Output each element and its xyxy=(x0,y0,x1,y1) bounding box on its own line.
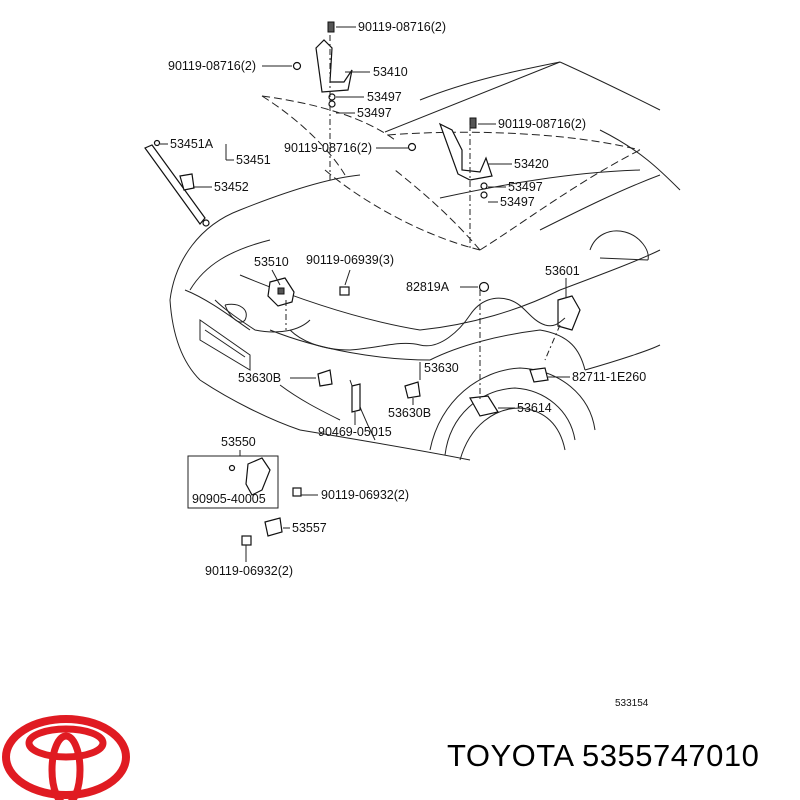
label-90119-08716-right: 90119-08716(2) xyxy=(498,117,586,131)
label-82711-1E260: 82711-1E260 xyxy=(572,370,646,384)
car-body-outline xyxy=(169,61,681,461)
label-53410: 53410 xyxy=(373,65,408,79)
label-53497-b: 53497 xyxy=(357,106,392,120)
label-90119-06932-lower: 90119-06932(2) xyxy=(205,564,293,578)
label-53497-d: 53497 xyxy=(500,195,535,209)
label-53451: 53451 xyxy=(236,153,271,167)
brand-caption: TOYOTA 5355747010 xyxy=(447,738,760,773)
label-82819A: 82819A xyxy=(406,280,450,294)
leader-lines xyxy=(160,26,570,562)
label-53451A: 53451A xyxy=(170,137,214,151)
label-53630B-left: 53630B xyxy=(238,371,281,385)
diagram-code: 533154 xyxy=(615,698,649,709)
label-90119-08716-left: 90119-08716(2) xyxy=(168,59,256,73)
label-90119-08716-top: 90119-08716(2) xyxy=(358,20,446,34)
label-53550: 53550 xyxy=(221,435,256,449)
label-53497-a: 53497 xyxy=(367,90,402,104)
label-53420: 53420 xyxy=(514,157,549,171)
label-90119-08716-mid: 90119-08716(2) xyxy=(284,141,372,155)
label-53510: 53510 xyxy=(254,255,289,269)
label-90905-40005: 90905-40005 xyxy=(192,492,266,506)
label-53630B-center: 53630B xyxy=(388,406,431,420)
part-labels: 90119-08716(2) 90119-08716(2) 53410 5349… xyxy=(168,20,649,709)
label-90119-06932-upper: 90119-06932(2) xyxy=(321,488,409,502)
label-53497-c: 53497 xyxy=(508,180,543,194)
toyota-logo xyxy=(2,715,130,800)
label-53557: 53557 xyxy=(292,521,327,535)
label-53452: 53452 xyxy=(214,180,249,194)
parts xyxy=(144,21,581,546)
label-90469-05015: 90469-05015 xyxy=(318,425,392,439)
label-90119-06939: 90119-06939(3) xyxy=(306,253,394,267)
label-53614: 53614 xyxy=(517,401,552,415)
label-53630: 53630 xyxy=(424,361,459,375)
reference-lines xyxy=(285,35,561,400)
assembly-box-53550 xyxy=(187,455,279,509)
label-53601: 53601 xyxy=(545,264,580,278)
